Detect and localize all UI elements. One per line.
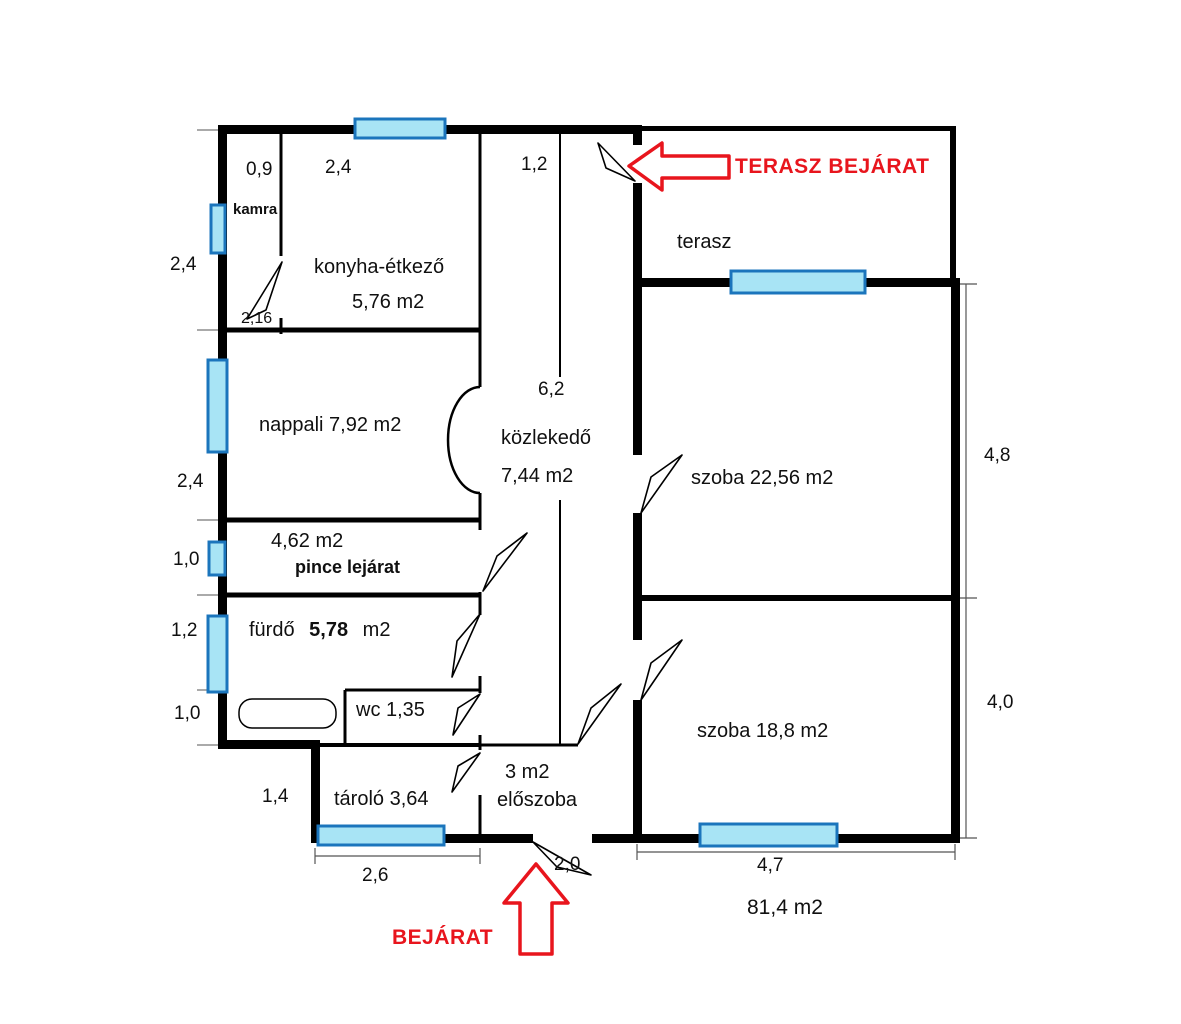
room-area-kozlekedo: 7,44 m2 [501, 465, 574, 487]
wc-door-icon [452, 693, 481, 736]
dim-top-kamra: 0,9 [246, 159, 273, 180]
windows [206, 117, 867, 848]
room-label-nappali: nappali 7,92 m2 [259, 414, 402, 436]
furdo-name: fürdő [249, 619, 295, 641]
pince-door-icon [482, 532, 528, 592]
dim-corridor-length: 6,2 [538, 379, 565, 400]
dim-top-kozlekedo: 1,2 [521, 154, 548, 175]
dim-left-7: 1,4 [262, 786, 289, 807]
window-icon [353, 117, 447, 140]
window-icon [209, 203, 227, 255]
kamra-door-icon [246, 261, 283, 320]
terasz-door-icon [597, 142, 636, 182]
dim-left-2: 2,16 [241, 310, 273, 327]
room-label-pince: pince lejárat [295, 557, 401, 577]
bathtub-icon [238, 698, 337, 729]
outer-walls [218, 125, 960, 843]
entrance-door-icon [532, 841, 592, 876]
terasz-entrance-arrow-icon [627, 141, 731, 192]
window-icon [206, 614, 229, 694]
dim-right-2: 4,0 [987, 692, 1014, 713]
tarolo-door-icon [451, 752, 481, 793]
dim-left-4: 1,0 [173, 549, 200, 570]
window-icon [207, 540, 227, 577]
room-area-pince: 4,62 m2 [271, 530, 344, 552]
terasz-entrance-label: TERASZ BEJÁRAT [735, 155, 930, 178]
dim-bottom-3: 4,7 [757, 855, 784, 876]
dim-left-1: 2,4 [170, 254, 197, 275]
room-area-eloszoba: 3 m2 [505, 761, 550, 783]
room-label-kozlekedo: közlekedő [501, 427, 592, 449]
total-area-label: 81,4 m2 [747, 896, 823, 919]
window-icon [206, 358, 229, 454]
doors [246, 142, 683, 876]
furdo-door-icon [451, 613, 481, 678]
window-icon [729, 269, 867, 295]
entrance-arrow-icon [502, 862, 570, 956]
szoba-nagy-door-icon [640, 454, 683, 514]
room-label-furdo: fürdő 5,78 m2 [249, 619, 390, 641]
eloszoba-door-icon [577, 683, 622, 745]
room-label-kamra: kamra [233, 201, 278, 218]
room-label-terasz: terasz [677, 231, 732, 253]
dim-bottom-2: 2,0 [554, 854, 581, 875]
entrance-label: BEJÁRAT [392, 926, 494, 949]
dimension-lines [197, 129, 977, 864]
room-label-wc: wc 1,35 [356, 699, 425, 721]
furdo-area-value: 5,78 [309, 619, 349, 641]
dim-left-6: 1,0 [174, 703, 201, 724]
room-label-szoba-kis: szoba 18,8 m2 [697, 720, 829, 742]
dim-left-5: 1,2 [171, 620, 198, 641]
szoba-kis-door-icon [640, 639, 683, 701]
room-label-konyha: konyha-étkező [314, 256, 445, 278]
dim-bottom-1: 2,6 [362, 865, 389, 886]
room-label-eloszoba: előszoba [497, 789, 578, 811]
window-icon [316, 824, 446, 847]
room-area-konyha: 5,76 m2 [352, 291, 425, 313]
interior-walls [222, 129, 951, 838]
window-icon [698, 822, 839, 848]
furdo-area-unit: m2 [362, 619, 391, 641]
room-label-szoba-nagy: szoba 22,56 m2 [691, 467, 834, 489]
dim-right-1: 4,8 [984, 445, 1011, 466]
room-label-tarolo: tároló 3,64 [334, 788, 429, 810]
dim-left-3: 2,4 [177, 471, 204, 492]
dim-top-konyha: 2,4 [325, 157, 352, 178]
